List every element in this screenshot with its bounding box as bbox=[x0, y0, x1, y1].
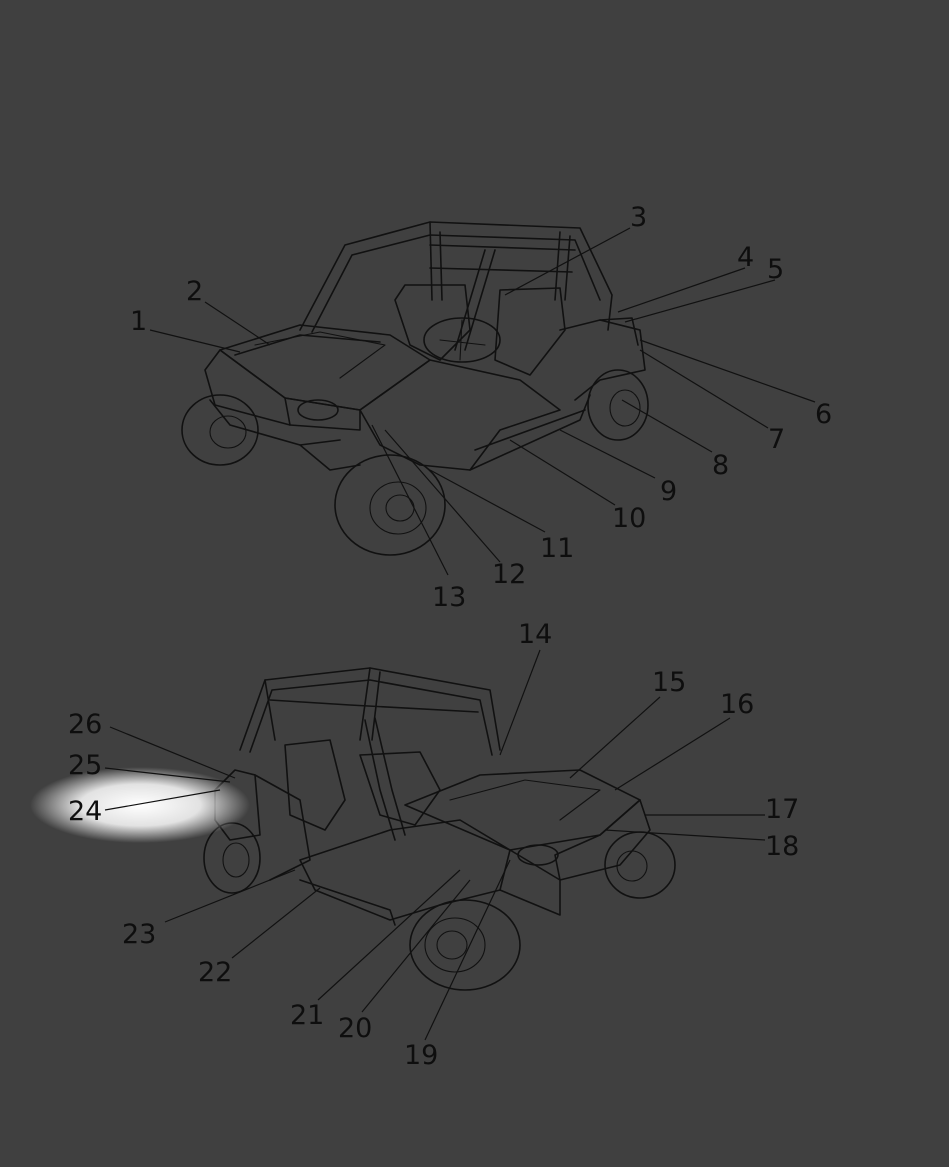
callout-24[interactable]: 24 bbox=[68, 796, 102, 827]
callout-labels: 1 2 3 4 5 6 7 8 9 10 11 12 13 14 15 16 1… bbox=[68, 202, 832, 1071]
callout-16[interactable]: 16 bbox=[720, 689, 754, 720]
callout-17[interactable]: 17 bbox=[765, 794, 799, 825]
highlight-glow bbox=[30, 767, 250, 843]
callout-3[interactable]: 3 bbox=[630, 202, 647, 233]
callout-leader-lines bbox=[104, 227, 816, 1041]
callout-14[interactable]: 14 bbox=[518, 619, 552, 650]
callout-5[interactable]: 5 bbox=[767, 254, 784, 285]
callout-25[interactable]: 25 bbox=[68, 750, 102, 781]
callout-15[interactable]: 15 bbox=[652, 667, 686, 698]
callout-6[interactable]: 6 bbox=[815, 399, 832, 430]
callout-8[interactable]: 8 bbox=[712, 450, 729, 481]
callout-11[interactable]: 11 bbox=[540, 533, 574, 564]
callout-18[interactable]: 18 bbox=[765, 831, 799, 862]
callout-21[interactable]: 21 bbox=[290, 1000, 324, 1031]
top-vehicle-drawing bbox=[181, 221, 649, 556]
callout-20[interactable]: 20 bbox=[338, 1013, 372, 1044]
callout-9[interactable]: 9 bbox=[660, 476, 677, 507]
callout-26[interactable]: 26 bbox=[68, 709, 102, 740]
callout-2[interactable]: 2 bbox=[186, 276, 203, 307]
callout-7[interactable]: 7 bbox=[768, 424, 785, 455]
callout-4[interactable]: 4 bbox=[737, 242, 754, 273]
callout-23[interactable]: 23 bbox=[122, 919, 156, 950]
callout-12[interactable]: 12 bbox=[492, 559, 526, 590]
callout-10[interactable]: 10 bbox=[612, 503, 646, 534]
callout-1[interactable]: 1 bbox=[130, 306, 147, 337]
bottom-vehicle-drawing bbox=[203, 667, 676, 991]
callout-22[interactable]: 22 bbox=[198, 957, 232, 988]
callout-13[interactable]: 13 bbox=[432, 582, 466, 613]
callout-19[interactable]: 19 bbox=[404, 1040, 438, 1071]
